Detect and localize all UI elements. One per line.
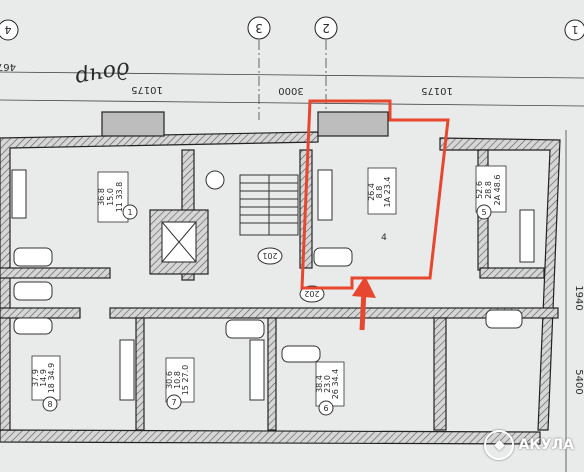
room-7-line2: 10.8 <box>173 371 182 389</box>
room-7-line3: 30.6 <box>165 371 174 389</box>
room-8-line1: 18 34.9 <box>47 363 56 394</box>
room-1-line2: 15.0 <box>106 188 115 206</box>
room-4-number: 4 <box>381 233 387 243</box>
room-tag-6: 26 34.4 23.0 38.4 <box>315 361 345 407</box>
shark-logo-icon: ◆ <box>484 430 515 460</box>
room-8-number: 8 <box>47 400 52 409</box>
dim-span-mid: 3000 <box>278 85 303 96</box>
room-4-line3: 26.4 <box>367 183 376 201</box>
room-5-line2: 28.8 <box>484 181 493 199</box>
corridor-number: 202 <box>304 289 319 298</box>
room-8-line2: 14.9 <box>39 369 48 387</box>
room-6-number: 6 <box>323 404 328 413</box>
room-6-line3: 38.4 <box>315 375 324 393</box>
axis-label-3: 3 <box>255 21 263 35</box>
room-tag-7: 15 27.0 10.8 30.6 <box>165 357 195 403</box>
handwritten-note: дочр <box>73 56 131 90</box>
room-5-number: 5 <box>481 208 486 217</box>
dim-span-left: 10175 <box>131 84 163 95</box>
stair-number: 201 <box>262 251 277 260</box>
dimension-lines: 4670 10175 3000 10175 1940 5400 <box>0 61 584 472</box>
highlight-outline <box>300 99 450 290</box>
room-4-line2: 8.8 <box>375 186 384 199</box>
room-5-line1: 2А 48.6 <box>493 175 502 206</box>
dim-span-right: 10175 <box>421 85 453 96</box>
fixtures <box>11 169 535 401</box>
room-8-line3: 37.9 <box>31 369 40 387</box>
watermark-text: АКУЛА <box>518 437 574 453</box>
room-4-line1: 1А 23.4 <box>383 177 392 208</box>
axis-label-2: 2 <box>322 21 330 35</box>
axis-label-1: 1 <box>572 23 579 36</box>
dim-right-lower: 5400 <box>573 369 584 394</box>
room-tag-5: 2А 48.6 28.8 52.6 <box>475 165 507 213</box>
room-5-line3: 52.6 <box>475 181 484 199</box>
room-1-number: 1 <box>127 208 132 217</box>
stair-tag: 201 <box>257 247 283 265</box>
room-tag-4: 1А 23.4 8.8 26.4 <box>367 167 397 215</box>
staircase <box>205 170 299 236</box>
room-7-number: 7 <box>171 398 176 407</box>
axis-markers: 4 3 2 1 <box>0 16 584 120</box>
room-6-line2: 23.0 <box>323 375 332 393</box>
room-6-line1: 26 34.4 <box>331 369 340 400</box>
corridor-tag: 202 <box>299 285 325 303</box>
pointer-arrow <box>352 276 376 331</box>
room-1-line3: 36.8 <box>97 188 106 206</box>
dim-top-left: 4670 <box>0 61 16 72</box>
room-1-line1: 11 33.8 <box>115 182 124 213</box>
axis-label-4: 4 <box>5 23 12 36</box>
room-7-line1: 15 27.0 <box>181 365 190 396</box>
room-tag-8: 18 34.9 14.9 37.9 <box>31 355 61 401</box>
watermark: ◆ АКУЛА <box>484 430 574 460</box>
dim-right-upper: 1940 <box>573 285 584 310</box>
outer-walls <box>0 111 561 445</box>
